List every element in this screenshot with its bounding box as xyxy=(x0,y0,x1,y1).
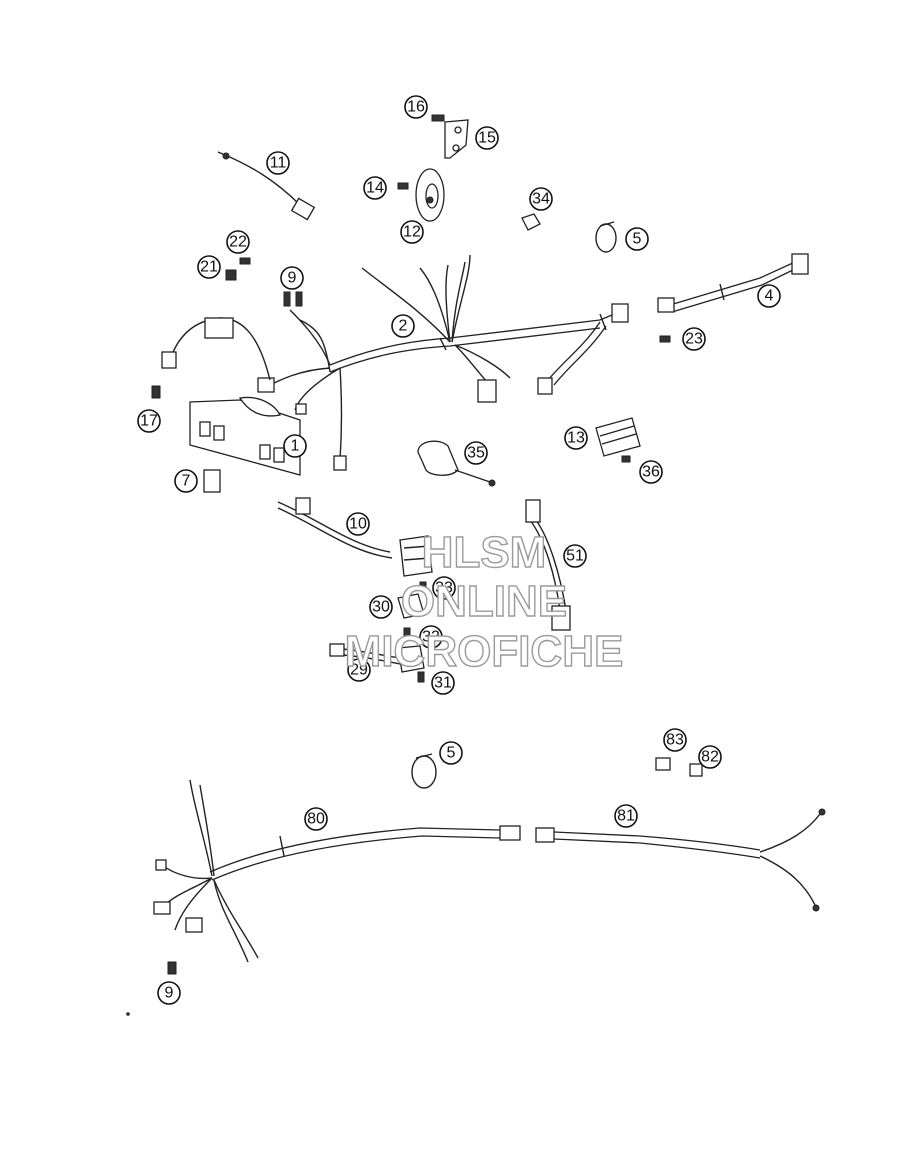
svg-text:17: 17 xyxy=(140,413,158,430)
light-bracket-1 xyxy=(189,396,301,476)
svg-text:23: 23 xyxy=(685,331,703,348)
callout-34: 34 xyxy=(529,187,553,211)
watermark-line-2: ONLINE xyxy=(401,577,567,626)
svg-text:10: 10 xyxy=(349,516,367,533)
rear-harness-81 xyxy=(535,808,826,912)
callout-7: 7 xyxy=(174,469,198,493)
callout-51: 51 xyxy=(563,544,587,568)
svg-text:36: 36 xyxy=(642,464,660,481)
svg-text:12: 12 xyxy=(403,224,421,241)
callout-10: 10 xyxy=(346,512,370,536)
callout-5-upper: 5 xyxy=(625,227,649,251)
svg-text:80: 80 xyxy=(307,811,325,828)
main-wiring-harness xyxy=(257,254,629,471)
svg-text:13: 13 xyxy=(567,430,585,447)
cable-tie-5-lower xyxy=(411,753,437,789)
callout-13: 13 xyxy=(564,426,588,450)
stray-dot xyxy=(126,1012,130,1016)
relay-connector-17 xyxy=(151,317,271,399)
callout-9-lower: 9 xyxy=(157,981,181,1005)
callout-11: 11 xyxy=(266,151,290,175)
callout-32: 32 xyxy=(419,625,443,649)
svg-text:1: 1 xyxy=(291,438,300,455)
svg-text:22: 22 xyxy=(229,234,247,251)
brake-switch-assembly xyxy=(329,581,427,683)
switch-7 xyxy=(203,469,221,493)
callout-36: 36 xyxy=(639,460,663,484)
svg-text:16: 16 xyxy=(407,99,425,116)
svg-text:83: 83 xyxy=(666,732,684,749)
callout-30: 30 xyxy=(369,595,393,619)
callout-82: 82 xyxy=(698,745,722,769)
svg-text:82: 82 xyxy=(701,749,719,766)
callout-16: 16 xyxy=(404,95,428,119)
svg-text:30: 30 xyxy=(372,599,390,616)
callout-12: 12 xyxy=(400,220,424,244)
svg-text:9: 9 xyxy=(165,985,174,1002)
svg-text:4: 4 xyxy=(765,288,774,305)
svg-text:51: 51 xyxy=(566,548,584,565)
svg-text:29: 29 xyxy=(350,662,368,679)
svg-text:21: 21 xyxy=(200,259,218,276)
regulator-13 xyxy=(595,417,641,463)
svg-text:2: 2 xyxy=(399,318,408,335)
rear-harness-80 xyxy=(153,779,521,975)
svg-text:11: 11 xyxy=(270,155,287,172)
watermark-line-1: HLSM xyxy=(422,528,547,577)
bulb-holders-9 xyxy=(283,291,303,307)
grommet-34 xyxy=(521,213,541,231)
callout-15: 15 xyxy=(475,126,499,150)
callout-2: 2 xyxy=(391,314,415,338)
svg-text:7: 7 xyxy=(182,473,191,490)
callout-1: 1 xyxy=(283,434,307,458)
callout-80: 80 xyxy=(304,807,328,831)
svg-text:33: 33 xyxy=(435,580,453,597)
callout-22: 22 xyxy=(226,230,250,254)
svg-text:15: 15 xyxy=(478,130,496,147)
svg-text:5: 5 xyxy=(447,745,456,762)
callout-81: 81 xyxy=(614,804,638,828)
callout-29: 29 xyxy=(347,658,371,682)
callout-83: 83 xyxy=(663,728,687,752)
watermark: HLSM ONLINE MICROFICHE xyxy=(344,527,624,676)
screws-21-22 xyxy=(225,257,251,281)
callout-5-lower: 5 xyxy=(439,741,463,765)
horn xyxy=(397,168,445,222)
svg-text:34: 34 xyxy=(532,191,550,208)
callout-33: 33 xyxy=(432,576,456,600)
callout-23: 23 xyxy=(682,327,706,351)
svg-text:81: 81 xyxy=(617,808,635,825)
svg-text:31: 31 xyxy=(434,675,452,692)
screw-23 xyxy=(659,335,671,343)
svg-text:14: 14 xyxy=(366,180,384,197)
callout-9-upper: 9 xyxy=(280,266,304,290)
handlebar-switch-10 xyxy=(277,497,433,577)
sensor-lead-11 xyxy=(217,151,316,221)
callout-21: 21 xyxy=(197,255,221,279)
watermark-line-3: MICROFICHE xyxy=(345,627,624,676)
callout-17: 17 xyxy=(137,409,161,433)
svg-text:35: 35 xyxy=(467,445,485,462)
bulb-83-82 xyxy=(655,757,703,777)
condenser-35 xyxy=(417,440,496,487)
callout-14: 14 xyxy=(363,176,387,200)
horn-bracket xyxy=(431,114,469,159)
svg-text:5: 5 xyxy=(633,231,642,248)
speedometer-sensor-4 xyxy=(657,253,809,313)
callout-31: 31 xyxy=(431,671,455,695)
callout-4: 4 xyxy=(757,284,781,308)
temperature-sensor-51 xyxy=(525,499,571,631)
svg-text:9: 9 xyxy=(288,270,297,287)
callout-35: 35 xyxy=(464,441,488,465)
svg-text:32: 32 xyxy=(422,629,440,646)
cable-tie-5-upper xyxy=(595,221,617,253)
